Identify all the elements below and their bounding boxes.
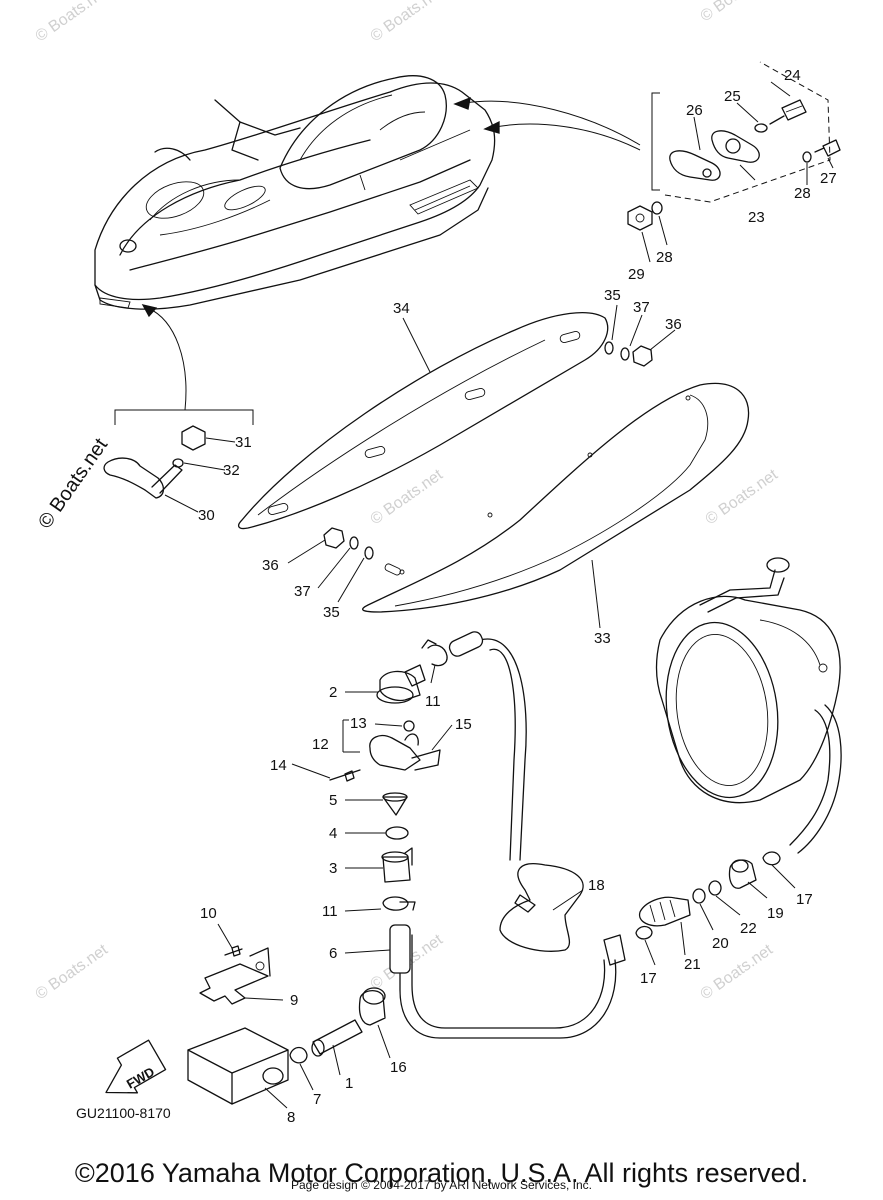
- pump-housing: [655, 557, 842, 854]
- callout-5: 5: [329, 792, 337, 809]
- callout-17: 17: [796, 891, 813, 908]
- callout-9: 9: [290, 992, 298, 1009]
- callout-12: 12: [312, 736, 329, 753]
- callout-35: 35: [604, 287, 621, 304]
- callout-22: 22: [740, 920, 757, 937]
- callout-19: 19: [767, 905, 784, 922]
- callout-28: 28: [656, 249, 673, 266]
- callout-26: 26: [686, 102, 703, 119]
- callout-28: 28: [794, 185, 811, 202]
- reference-arrows: [114, 96, 641, 425]
- callout-7: 7: [313, 1091, 321, 1108]
- callout-13: 13: [350, 715, 367, 732]
- copyright-notice: ©2016 Yamaha Motor Corporation, U.S.A. A…: [74, 1158, 809, 1188]
- sponson-33: [287, 382, 750, 629]
- watermark-main: © Boats.net: [34, 434, 112, 533]
- callout-36: 36: [262, 557, 279, 574]
- water-fitting-30: [103, 425, 236, 513]
- callout-23: 23: [748, 209, 765, 226]
- fitting-stack-17-22: [499, 851, 796, 966]
- faint-watermarks: © Boats.net © Boats.net © Boats.net © Bo…: [33, 0, 782, 1003]
- sponson-34: [237, 304, 676, 530]
- diagram-code: GU21100-8170: [76, 1105, 171, 1121]
- callout-1: 1: [345, 1075, 353, 1092]
- watermark-faint: © Boats.net: [703, 466, 782, 528]
- callout-25: 25: [724, 88, 741, 105]
- callout-11: 11: [322, 903, 338, 920]
- callout-8: 8: [287, 1109, 295, 1126]
- callout-20: 20: [712, 935, 729, 952]
- callout-30: 30: [198, 507, 215, 524]
- callout-31: 31: [235, 434, 252, 451]
- watermark-faint: © Boats.net: [368, 0, 447, 45]
- callout-10: 10: [200, 905, 217, 922]
- watermark-faint: © Boats.net: [698, 0, 777, 25]
- hose-6: [389, 631, 626, 1039]
- watermark-faint: © Boats.net: [33, 0, 112, 45]
- callout-2: 2: [329, 684, 337, 701]
- callout-4: 4: [329, 825, 337, 842]
- callout-36: 36: [665, 316, 682, 333]
- callout-16: 16: [390, 1059, 407, 1076]
- callout-14: 14: [270, 757, 287, 774]
- watermark-faint: © Boats.net: [33, 941, 112, 1003]
- callout-34: 34: [393, 300, 410, 317]
- callout-17: 17: [640, 970, 657, 987]
- callout-6: 6: [329, 945, 337, 962]
- page-design-credit: Page design © 2004-2017 by ARI Network S…: [290, 1178, 592, 1192]
- callout-3: 3: [329, 860, 337, 877]
- watercraft-illustration: [94, 75, 496, 310]
- callout-15: 15: [455, 716, 472, 733]
- watermark-faint: © Boats.net: [368, 466, 447, 528]
- callout-11: 11: [425, 693, 441, 710]
- callout-21: 21: [684, 956, 701, 973]
- callout-32: 32: [223, 462, 240, 479]
- callout-29: 29: [628, 266, 645, 283]
- drain-plug-assembly: [627, 61, 841, 263]
- fwd-label: FWD: [124, 1064, 157, 1092]
- callout-33: 33: [594, 630, 611, 647]
- callout-24: 24: [784, 67, 801, 84]
- callout-37: 37: [633, 299, 650, 316]
- callout-27: 27: [820, 170, 837, 187]
- callout-35: 35: [323, 604, 340, 621]
- fwd-arrow: FWD: [105, 1039, 167, 1094]
- valve-stack: [291, 639, 453, 954]
- callout-labels: 1 2 3 4 5 6 7 8 9 10 11 11 12 13 14 15 1…: [198, 67, 837, 1126]
- watermark-faint: © Boats.net: [698, 941, 777, 1003]
- callout-18: 18: [588, 877, 605, 894]
- callout-37: 37: [294, 583, 311, 600]
